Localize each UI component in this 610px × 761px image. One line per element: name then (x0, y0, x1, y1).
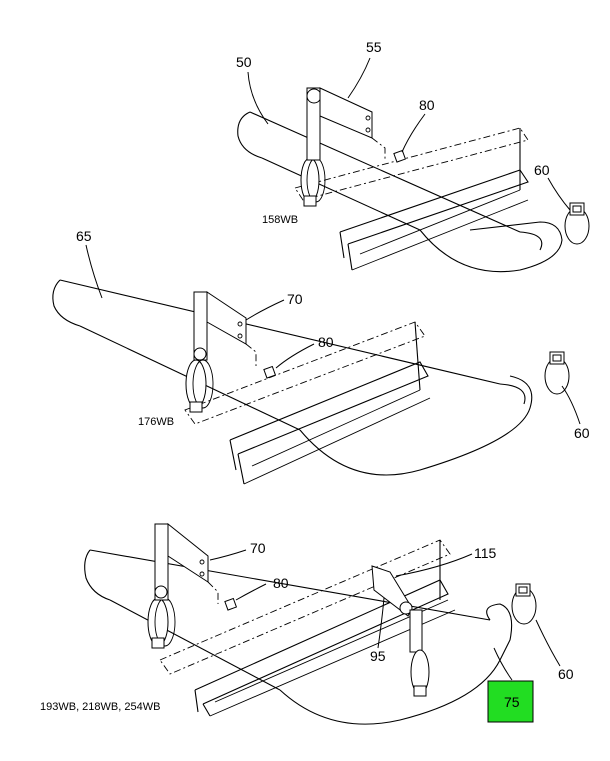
callout-60-bottom: 60 (558, 666, 574, 682)
callout-labels: 50 55 80 60 65 70 80 60 70 80 115 95 60 (76, 39, 590, 682)
hanger-bracket-bottom-right (371, 565, 430, 697)
assembly-193-254wb (84, 522, 537, 725)
callout-70-middle: 70 (287, 291, 303, 307)
hanger-bracket-top (306, 87, 386, 161)
frame-rail-top (294, 127, 529, 271)
pipe-clamp-bottom (511, 583, 537, 625)
nut-80-bottom (224, 597, 238, 611)
callout-80-bottom: 80 (273, 575, 289, 591)
nut-80-top (393, 149, 407, 163)
wheelbase-label-158: 158WB (262, 214, 298, 226)
callout-95: 95 (370, 648, 386, 664)
callout-80-top: 80 (419, 97, 435, 113)
assembly-158wb (237, 87, 590, 273)
clamp-band-middle (185, 359, 214, 413)
pipe-clamp-top (564, 202, 590, 245)
wheelbase-label-176: 176WB (138, 416, 174, 428)
hanger-bracket-bottom-left (154, 522, 219, 604)
callout-50: 50 (236, 54, 252, 70)
pipe-clamp-middle (544, 351, 570, 395)
muffler-top (237, 111, 563, 273)
nut-80-middle (263, 365, 277, 379)
callout-60-top: 60 (534, 162, 550, 178)
callout-115: 115 (474, 545, 497, 561)
callout-70-bottom: 70 (250, 540, 266, 556)
muffler-middle (52, 279, 533, 476)
frame-rail-middle (184, 321, 431, 485)
assembly-176wb (52, 279, 570, 485)
callout-65: 65 (76, 228, 92, 244)
callout-55: 55 (366, 39, 382, 55)
highlight-part-75[interactable]: 75 (487, 680, 534, 723)
callout-60-middle: 60 (574, 425, 590, 441)
hanger-bracket-middle (193, 291, 257, 366)
muffler-bottom (84, 549, 513, 725)
callout-75: 75 (504, 694, 520, 710)
clamp-band-bottom-left (147, 597, 176, 649)
wheelbase-label-193-218-254: 193WB, 218WB, 254WB (40, 701, 160, 713)
wheelbase-labels: 158WB 176WB 193WB, 218WB, 254WB (40, 214, 298, 713)
callout-80-middle: 80 (318, 334, 334, 350)
clamp-band-top (300, 157, 326, 207)
leader-lines (85, 57, 581, 681)
